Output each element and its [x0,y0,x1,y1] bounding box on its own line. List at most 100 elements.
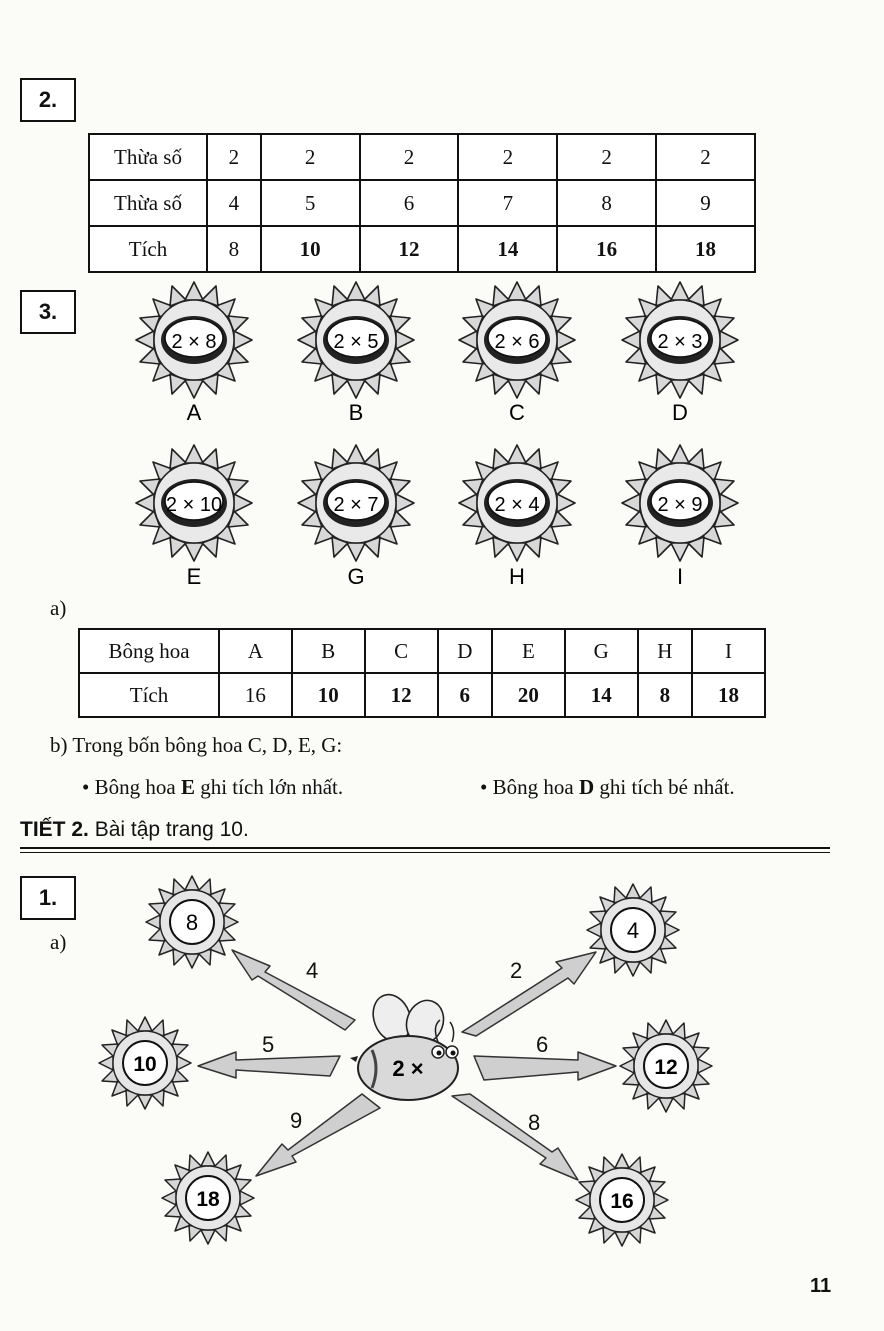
flower-letter: E [187,564,202,589]
flower-i: 2 × 9 I [621,444,739,589]
flower-a: 2 × 8 A [135,281,253,425]
exercise-1-label: 1. [20,876,76,920]
arrow-label: 4 [306,958,318,983]
flower-8: 8 [145,875,239,969]
table-cell: A [218,628,293,674]
table-cell: E [490,628,566,674]
answer-cell: 12 [358,225,460,273]
arrow-to-18 [255,1093,381,1177]
table-cell: 2 [206,133,262,181]
flower-h: 2 × 4 H [458,444,576,589]
section-heading-text: Bài tập trang 10. [88,818,249,841]
table-cell: 2 [556,133,658,181]
flower-expression: 2 × 4 [494,494,539,516]
table-cell: 2 [655,133,756,181]
table-cell: 8 [556,179,658,227]
answer-cell: 20 [490,672,566,718]
table-cell: 7 [457,179,559,227]
table-cell: H [636,628,694,674]
flower-letter: H [509,564,525,589]
flower-value: 18 [196,1188,220,1211]
table-cell: 6 [358,179,460,227]
row-header: Tích [78,672,220,718]
flower-value: 8 [186,910,198,935]
flower-e: 2 × 10 E [135,444,253,589]
exercise-2-label: 2. [20,78,76,122]
sunflower-figure: 2 × 8 A 2 × 5 B 2 × 6 C 2 × 3 D 2 × 10 E… [135,281,739,589]
answer-cell: 18 [691,672,766,718]
multiplication-table: Thừa số 2 2 2 2 2 2 Thừa số 4 5 6 7 8 9 … [88,133,756,273]
answer-cell: 16 [556,225,658,273]
flower-value: 12 [654,1056,677,1079]
table-cell: 16 [218,672,293,718]
table-cell: 9 [655,179,756,227]
row-header: Thừa số [88,133,208,181]
flower-16: 16 [575,1153,669,1247]
flower-d: 2 × 3 D [621,281,739,425]
flower-18: 18 [161,1151,255,1245]
arrow-to-8 [231,949,356,1031]
part-a-label: a) [50,930,67,954]
flower-value: 16 [610,1190,633,1213]
flower-4: 4 [586,883,680,977]
flower-expression: 2 × 6 [494,331,539,353]
section-divider [20,852,830,853]
flower-letter: A [187,400,202,425]
arrow-to-4 [461,951,597,1037]
flower-product-table: Bông hoa A B C D E G H I Tích 16 10 12 6… [78,628,766,718]
flower-b: 2 × 5 B [297,281,415,425]
bee-diagram: 4 2 5 6 9 8 8 4 10 12 18 16 [98,875,713,1247]
answer-cell: 18 [655,225,756,273]
table-cell: 8 [206,225,262,273]
arrow-label: 8 [528,1110,540,1135]
arrow-to-10 [197,1051,341,1079]
answer-cell: 10 [259,225,361,273]
answer-letter: D [578,775,595,799]
row-header: Tích [88,225,208,273]
arrow-label: 9 [290,1108,302,1133]
answer-cell: 10 [290,672,366,718]
table-cell: 2 [457,133,559,181]
flower-expression: 2 × 3 [657,331,702,353]
table-cell: B [290,628,366,674]
flower-expression: 2 × 5 [333,331,378,353]
arrow-label: 6 [536,1032,548,1057]
row-header: Thừa số [88,179,208,227]
table-cell: 5 [259,179,361,227]
section-heading-bold: TIẾT 2. [20,818,89,841]
flower-letter: C [509,400,525,425]
table-cell: 4 [206,179,262,227]
answer-letter: E [180,775,195,799]
bullet-smallest: • Bông hoa D ghi tích bé nhất. [480,775,735,800]
table-cell: D [436,628,493,674]
arrow-label: 5 [262,1032,274,1057]
bullet-text: ghi tích bé nhất. [594,775,735,799]
flower-value: 4 [627,918,639,943]
answer-cell: 14 [457,225,559,273]
table-cell: G [563,628,639,674]
exercise-3-label: 3. [20,290,76,334]
table-cell: 2 [358,133,460,181]
answer-cell: 14 [563,672,639,718]
flower-letter: D [672,400,688,425]
answer-cell: 12 [363,672,439,718]
arrow-label: 2 [510,958,522,983]
flower-12: 12 [619,1019,713,1113]
section-divider [20,847,830,849]
flower-letter: B [349,400,364,425]
part-a-label: a) [50,596,67,620]
flower-expression: 2 × 9 [657,494,702,516]
table-cell: C [363,628,439,674]
flower-expression: 2 × 7 [333,494,378,516]
flower-expression: 2 × 10 [166,494,222,516]
flower-10: 10 [98,1016,192,1110]
flower-value: 10 [133,1053,156,1076]
flower-expression: 2 × 8 [171,331,216,353]
bullet-text: • Bông hoa [82,775,181,799]
arrow-to-12 [473,1051,617,1081]
answer-cell: 6 [436,672,493,718]
table-cell: I [691,628,766,674]
bee-illustration: 2 × [350,993,459,1101]
part-b-text: b) Trong bốn bông hoa C, D, E, G: [50,733,343,757]
table-cell: 2 [259,133,361,181]
